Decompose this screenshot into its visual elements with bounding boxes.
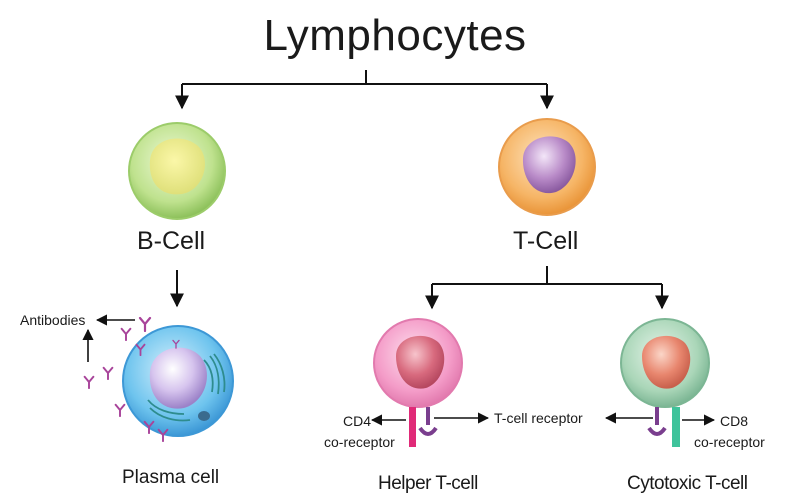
helper-t-cell-label: Helper T-cell	[378, 473, 478, 494]
cd8-co-receptor-label: co-receptor	[694, 434, 765, 450]
b-cell-graphic	[128, 122, 226, 220]
b-cell-label: B-Cell	[137, 227, 206, 255]
t-cell-branch-connector	[425, 266, 669, 310]
cd8-label: CD8	[720, 413, 749, 429]
cytotoxic-t-cell-graphic	[620, 318, 710, 447]
receptor-arrows	[370, 412, 716, 426]
antibodies-arrows	[82, 314, 135, 362]
plasma-cell-label: Plasma cell	[122, 467, 220, 488]
helper-t-cell-graphic	[373, 318, 463, 447]
cd4-label: CD4	[343, 413, 372, 429]
antibodies-label: Antibodies	[20, 312, 86, 328]
top-connector	[175, 70, 554, 110]
t-cell-graphic	[498, 118, 596, 216]
plasma-cell-graphic	[122, 325, 234, 437]
cytotoxic-t-cell-label: Cytotoxic T-cell	[627, 473, 748, 494]
cd4-co-receptor-label: co-receptor	[324, 434, 395, 450]
page-title: Lymphocytes	[263, 11, 527, 60]
t-cell-receptor-label: T-cell receptor	[494, 410, 583, 426]
t-cell-label: T-Cell	[513, 227, 579, 255]
